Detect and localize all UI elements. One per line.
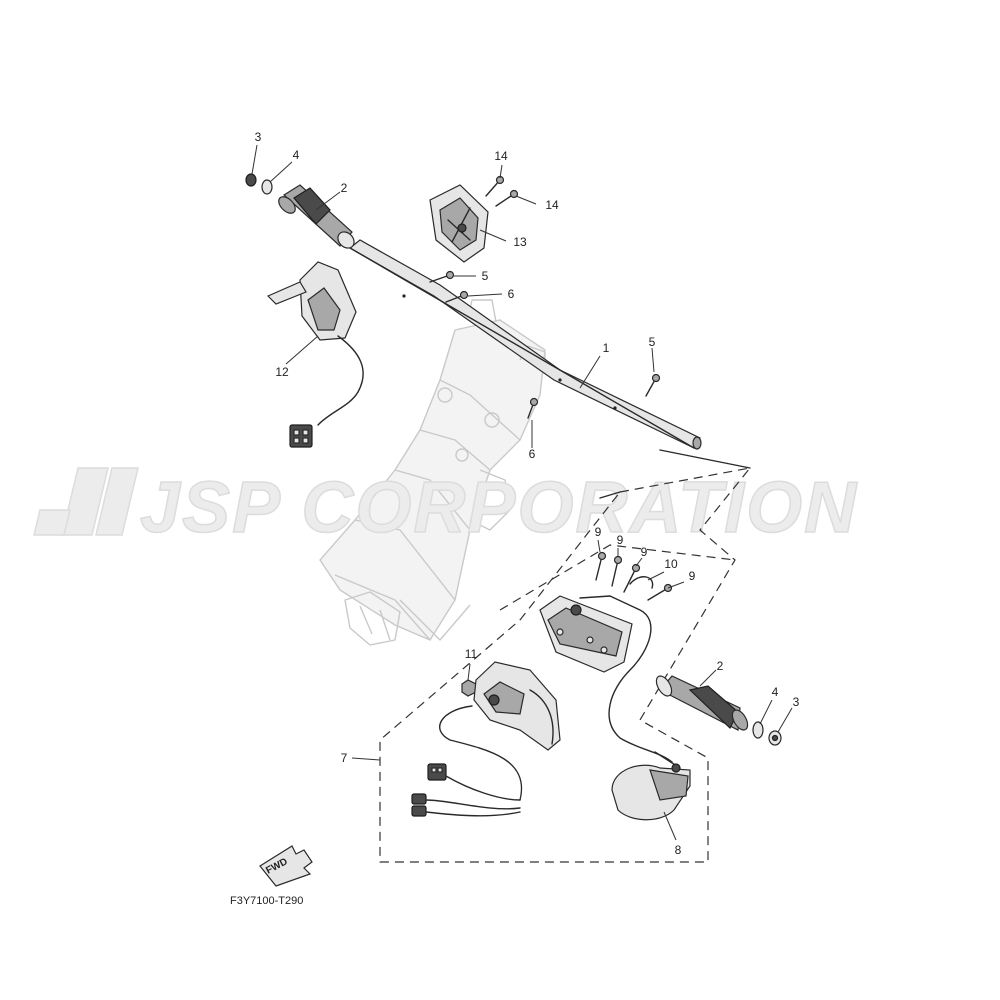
wiring-harness	[411, 763, 521, 817]
assembly-7-outline	[379, 467, 752, 863]
callout-9-b: 9	[617, 533, 624, 547]
screw-9-c	[623, 563, 641, 593]
watermark: JSP CORPORATION	[33, 467, 858, 549]
washer-4-lower	[752, 721, 764, 739]
callout-14-a: 14	[494, 149, 508, 163]
callout-4-upper: 4	[293, 148, 300, 162]
grip-2-lower	[655, 675, 749, 731]
callout-14-b: 14	[545, 198, 559, 212]
callout-5-lower: 5	[649, 335, 656, 349]
callout-2-upper: 2	[341, 181, 348, 195]
callout-9-c: 9	[641, 545, 648, 559]
callout-1: 1	[603, 341, 610, 355]
callout-6-lower: 6	[529, 447, 536, 461]
screw-6-upper	[445, 290, 469, 303]
callout-12: 12	[275, 365, 289, 379]
diagram-code: F3Y7100-T290	[230, 895, 303, 907]
callout-10: 10	[664, 557, 678, 571]
callout-3-upper: 3	[255, 130, 262, 144]
sensor-8	[611, 763, 691, 821]
control-bracket	[539, 595, 681, 769]
switch-housing-12	[266, 261, 364, 448]
grip-2-upper	[278, 184, 355, 249]
housing-13	[429, 184, 489, 263]
bar-end-3-lower	[768, 730, 782, 746]
assembly-inner-outline	[499, 544, 736, 611]
screw-9-b	[611, 555, 623, 587]
callout-5-upper: 5	[482, 269, 489, 283]
handlebar-1	[348, 239, 751, 499]
callout-9-d: 9	[689, 569, 696, 583]
callout-3-lower: 3	[793, 695, 800, 709]
screw-5-lower	[645, 373, 661, 397]
callout-6-upper: 6	[508, 287, 515, 301]
steering-column-ghost	[319, 299, 546, 646]
screw-14-a	[485, 175, 505, 197]
bar-end-3-upper	[245, 173, 257, 187]
callout-2-lower: 2	[717, 659, 724, 673]
screw-14-b	[495, 189, 519, 207]
fwd-arrow-icon: FWD	[259, 845, 313, 887]
screw-9-d	[647, 583, 673, 601]
washer-4-upper	[261, 179, 273, 195]
nut-11	[461, 679, 477, 697]
screw-9-a	[595, 551, 607, 581]
callout-4-lower: 4	[772, 685, 779, 699]
screw-5-upper	[429, 270, 455, 283]
throttle-lever-housing	[439, 661, 561, 801]
callout-7: 7	[341, 751, 348, 765]
callout-labels: 1 2 2 3 3 4 4 5 5 6 6 7 8 9 9 9 9 10 11 …	[255, 130, 800, 857]
callout-8: 8	[675, 843, 682, 857]
watermark-text: JSP CORPORATION	[140, 468, 858, 548]
leader-lines	[251, 144, 793, 841]
callout-13: 13	[513, 235, 527, 249]
screw-6-lower	[527, 397, 539, 419]
callout-9-a: 9	[595, 525, 602, 539]
clip-10	[629, 576, 654, 589]
callout-11: 11	[465, 647, 478, 661]
